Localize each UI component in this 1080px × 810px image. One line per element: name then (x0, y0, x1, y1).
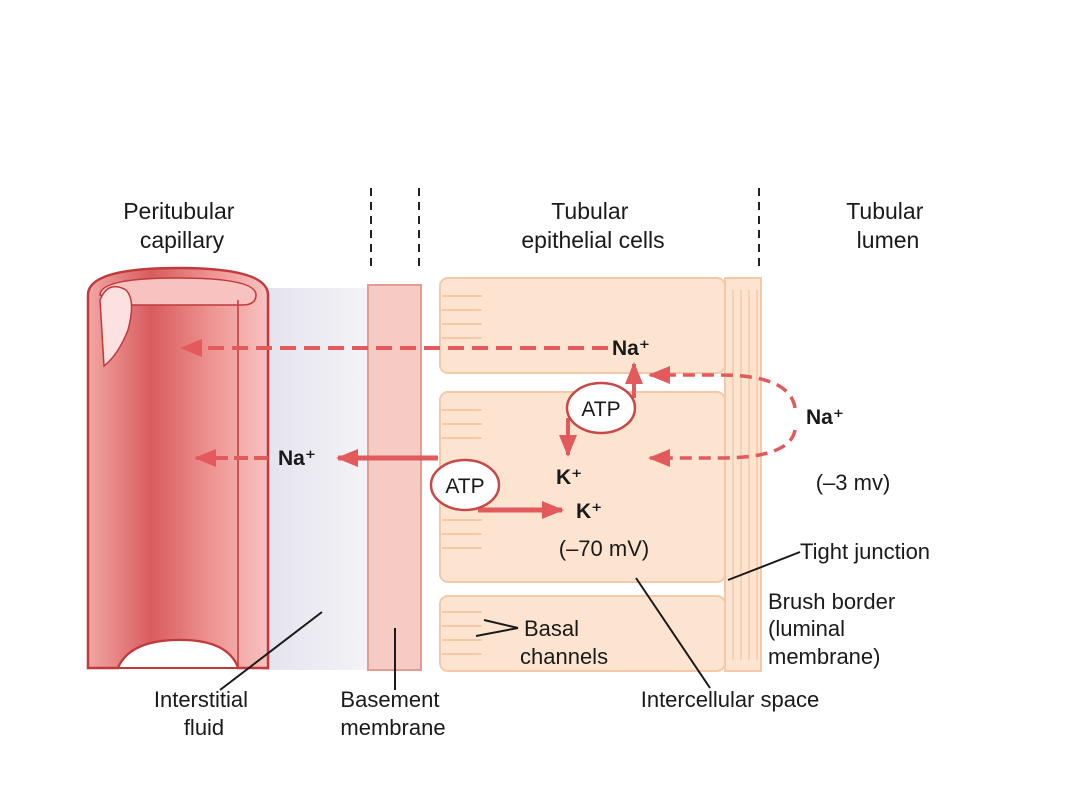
atp-pump-lower: ATP (429, 458, 501, 512)
ion-k-lower: K⁺ (576, 500, 602, 523)
label-intercellular-space: Intercellular space (641, 687, 820, 712)
epithelial-cells (439, 277, 762, 672)
leader-basal-channels (475, 619, 519, 637)
header-epithelial: Tubular epithelial cells (521, 198, 664, 253)
leader-tight-junction (727, 551, 801, 581)
label-tight-junction: Tight junction (800, 539, 930, 564)
basal-fold (442, 611, 482, 655)
basement-membrane (367, 284, 422, 671)
label-basement-membrane: Basement membrane (340, 687, 445, 740)
arrow-lumen-na-lower (648, 429, 797, 467)
basal-fold (442, 409, 482, 549)
leader-interstitial-fluid (219, 611, 323, 691)
capillary-lumen-bottom (116, 638, 240, 669)
leader-lines (219, 551, 801, 691)
brush-border (724, 277, 762, 672)
capillary-inner-fold (99, 285, 133, 368)
ion-k-upper: K⁺ (556, 466, 582, 489)
atp-pump-upper: ATP (565, 381, 637, 435)
region-dividers (370, 188, 760, 272)
lumen-potential: (–3 mv) (816, 470, 891, 495)
atp-circle-upper (565, 381, 637, 435)
atp-circle-lower (429, 458, 501, 512)
leader-intercellular-space (635, 577, 711, 689)
interstitial-fluid-region (262, 288, 368, 670)
ion-na-lumen: Na⁺ (806, 406, 844, 429)
header-capillary: Peritubular capillary (123, 198, 241, 253)
epithelial-cell-top (439, 277, 726, 374)
ion-na-left: Na⁺ (278, 447, 316, 470)
label-interstitial-fluid: Interstitial fluid (154, 687, 254, 740)
atp-label-upper: ATP (581, 398, 620, 421)
arrow-lumen-na-upper (648, 366, 797, 409)
atp-label-lower: ATP (445, 475, 484, 498)
basal-fold (442, 295, 482, 339)
label-basal-channels: Basal channels (520, 616, 608, 669)
cell-potential: (–70 mV) (559, 536, 649, 561)
peritubular-capillary (86, 266, 270, 670)
ion-na-top: Na⁺ (612, 337, 650, 360)
label-brush-border: Brush border (luminal membrane) (768, 589, 901, 669)
header-lumen: Tubular lumen (846, 198, 930, 253)
brush-border-villi (732, 290, 758, 660)
